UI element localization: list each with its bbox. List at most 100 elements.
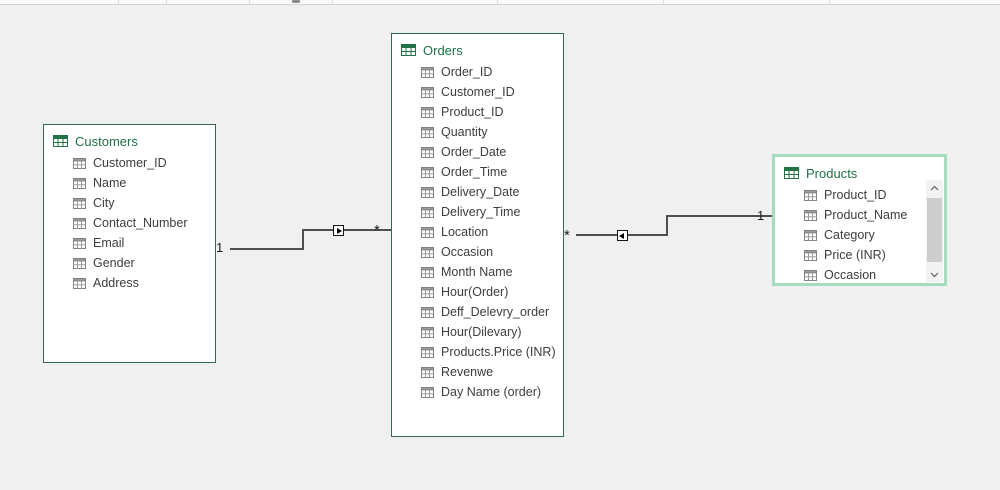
field-label: Month Name — [441, 265, 513, 279]
field-label: Order_ID — [441, 65, 493, 79]
field-row[interactable]: Month Name — [421, 262, 563, 282]
field-label: Email — [93, 236, 125, 250]
grid-icon — [73, 257, 86, 269]
field-row[interactable]: Occasion — [804, 265, 944, 285]
grid-icon — [421, 326, 434, 338]
field-row[interactable]: Location — [421, 222, 563, 242]
grid-icon — [421, 66, 434, 78]
grid-icon — [421, 166, 434, 178]
table-header-orders[interactable]: Orders — [392, 34, 563, 60]
ribbon-divider — [663, 0, 664, 4]
field-row[interactable]: Product_ID — [421, 102, 563, 122]
table-icon — [784, 167, 799, 179]
field-label: Product_ID — [824, 188, 887, 202]
field-label: Delivery_Time — [441, 205, 521, 219]
table-icon — [53, 135, 68, 147]
table-card-products[interactable]: Products Product_ID — [772, 154, 947, 286]
field-row[interactable]: Order_Date — [421, 142, 563, 162]
field-row[interactable]: Order_Time — [421, 162, 563, 182]
field-label: Hour(Order) — [441, 285, 509, 299]
field-row[interactable]: Email — [73, 233, 215, 253]
grid-icon — [804, 269, 817, 281]
grid-icon — [804, 189, 817, 201]
field-list: Order_ID Customer_ID — [392, 62, 563, 402]
cardinality-label: 1 — [757, 208, 765, 223]
relationship-line-segment[interactable] — [302, 229, 391, 231]
table-title: Orders — [423, 42, 463, 58]
grid-icon — [421, 226, 434, 238]
field-row[interactable]: Deff_Delevry_order — [421, 302, 563, 322]
field-row[interactable]: Product_Name — [804, 205, 944, 225]
field-row[interactable]: Hour(Order) — [421, 282, 563, 302]
field-row[interactable]: Category — [804, 225, 944, 245]
grid-icon — [421, 206, 434, 218]
field-label: Delivery_Date — [441, 185, 520, 199]
field-label: Product_Name — [824, 208, 908, 222]
grid-icon — [73, 277, 86, 289]
grid-icon — [73, 177, 86, 189]
field-row[interactable]: Products.Price (INR) — [421, 342, 563, 362]
field-label: Revenwe — [441, 365, 494, 379]
table-header-products[interactable]: Products — [775, 157, 944, 183]
field-label: Customer_ID — [441, 85, 515, 99]
field-label: Address — [93, 276, 139, 290]
table-header-customers[interactable]: Customers — [44, 125, 215, 151]
grid-icon — [421, 286, 434, 298]
field-label: Name — [93, 176, 127, 190]
products-scrollbar[interactable] — [926, 180, 943, 282]
scrollbar-thumb[interactable] — [927, 198, 942, 262]
table-icon — [401, 44, 416, 56]
field-label: Products.Price (INR) — [441, 345, 556, 359]
field-row[interactable]: Price (INR) — [804, 245, 944, 265]
ribbon-divider — [332, 0, 333, 4]
cardinality-label: * — [564, 227, 570, 244]
field-row[interactable]: Delivery_Time — [421, 202, 563, 222]
field-label: Contact_Number — [93, 216, 188, 230]
grid-icon — [73, 197, 86, 209]
field-label: Price (INR) — [824, 248, 886, 262]
field-row[interactable]: Order_ID — [421, 62, 563, 82]
relationship-line-segment[interactable] — [666, 215, 668, 236]
relationship-line-segment[interactable] — [666, 215, 772, 217]
field-row[interactable]: Contact_Number — [73, 213, 215, 233]
field-row[interactable]: Gender — [73, 253, 215, 273]
field-row[interactable]: Address — [73, 273, 215, 293]
field-label: Location — [441, 225, 489, 239]
field-row[interactable]: Name — [73, 173, 215, 193]
relationship-line-segment[interactable] — [230, 248, 304, 250]
field-row[interactable]: Product_ID — [804, 185, 944, 205]
field-row[interactable]: Delivery_Date — [421, 182, 563, 202]
field-row[interactable]: Occasion — [421, 242, 563, 262]
relationship-line-segment[interactable] — [302, 230, 304, 250]
grid-icon — [421, 126, 434, 138]
field-label: Gender — [93, 256, 135, 270]
field-list: Product_ID Product_Name — [775, 185, 944, 285]
grid-icon — [421, 146, 434, 158]
field-row[interactable]: Hour(Dilevary) — [421, 322, 563, 342]
grid-icon — [804, 209, 817, 221]
field-label: Quantity — [441, 125, 488, 139]
field-row[interactable]: Quantity — [421, 122, 563, 142]
table-card-customers[interactable]: Customers Customer_ID — [43, 124, 216, 363]
relationship-arrow-icon[interactable] — [333, 225, 344, 236]
field-label: Order_Date — [441, 145, 507, 159]
field-row[interactable]: Customer_ID — [73, 153, 215, 173]
grid-icon — [421, 106, 434, 118]
grid-icon — [421, 386, 434, 398]
field-label: Deff_Delevry_order — [441, 305, 550, 319]
field-row[interactable]: City — [73, 193, 215, 213]
ribbon-divider — [166, 0, 167, 4]
field-row[interactable]: Customer_ID — [421, 82, 563, 102]
field-label: Order_Time — [441, 165, 508, 179]
field-row[interactable]: Revenwe — [421, 362, 563, 382]
table-card-orders[interactable]: Orders Order_ID — [391, 33, 564, 437]
field-label: Day Name (order) — [441, 385, 542, 399]
field-row[interactable]: Day Name (order) — [421, 382, 563, 402]
chevron-up-icon[interactable] — [926, 180, 943, 195]
arrow-left-glyph — [619, 232, 624, 239]
chevron-down-icon[interactable] — [926, 267, 943, 282]
ribbon-divider — [497, 0, 498, 4]
grid-icon — [421, 266, 434, 278]
relationship-arrow-icon[interactable] — [617, 230, 628, 241]
